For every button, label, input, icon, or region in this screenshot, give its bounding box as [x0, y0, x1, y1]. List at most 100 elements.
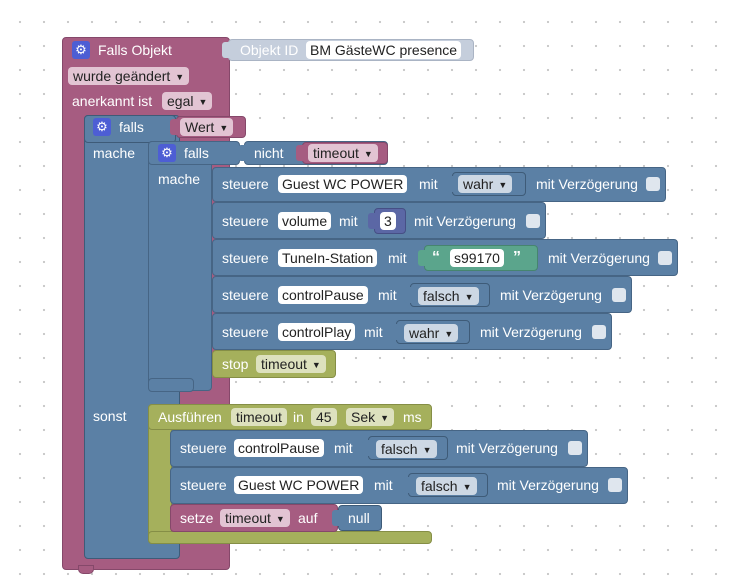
text-value-plug: [418, 250, 426, 266]
set-label: setze: [180, 510, 214, 526]
delay-checkbox[interactable]: [612, 288, 626, 302]
control-verb: steuere: [222, 324, 269, 340]
control-target[interactable]: controlPause: [278, 286, 368, 304]
stop-timer-value: timeout: [261, 356, 307, 372]
timeout-amount-value: 45: [316, 409, 332, 425]
bool-dropdown[interactable]: falsch ▼: [418, 287, 479, 305]
outer-if-sonst-label: sonst: [93, 408, 127, 424]
delay-checkbox[interactable]: [526, 214, 540, 228]
delay-label: mit Verzögerung: [536, 176, 638, 192]
delay-label: mit Verzögerung: [500, 287, 602, 303]
control-verb: steuere: [222, 287, 269, 303]
bool-dropdown[interactable]: falsch ▼: [416, 477, 477, 495]
triangle-down-icon: ▼: [363, 149, 373, 159]
triangle-down-icon: ▼: [464, 292, 474, 302]
delay-label: mit Verzögerung: [414, 213, 516, 229]
bool-dropdown[interactable]: wahr ▼: [404, 324, 459, 342]
wert-plug: [170, 119, 178, 135]
stop-label: stop: [222, 356, 249, 372]
delay-label: mit Verzögerung: [497, 477, 599, 493]
delay-checkbox[interactable]: [646, 177, 660, 191]
control-verb: steuere: [222, 250, 269, 266]
triangle-down-icon: ▼: [198, 97, 208, 107]
timeout-unit-value: Sek: [351, 409, 376, 425]
gear-icon[interactable]: ⚙: [72, 41, 90, 59]
gear-icon[interactable]: ⚙: [158, 144, 176, 162]
timeout-variable-value: timeout: [313, 145, 359, 161]
event-title: Falls Objekt: [98, 42, 172, 58]
control-target[interactable]: Guest WC POWER: [234, 476, 364, 494]
bool-value: falsch: [423, 288, 460, 304]
triangle-down-icon: ▼: [219, 123, 229, 133]
timeout-timer-value: timeout: [236, 409, 282, 425]
wert-value: Wert: [185, 119, 215, 135]
timeout-variable-dropdown[interactable]: timeout ▼: [308, 144, 378, 162]
control-target[interactable]: volume: [278, 212, 332, 230]
delay-checkbox[interactable]: [658, 251, 672, 265]
timeout-amount-field[interactable]: 45: [311, 408, 337, 426]
delay-checkbox[interactable]: [592, 325, 606, 339]
delay-checkbox[interactable]: [568, 441, 582, 455]
quote-close-icon: ”: [513, 249, 521, 266]
delay-label: mit Verzögerung: [456, 440, 558, 456]
set-variable-value: timeout: [225, 510, 271, 526]
ack-dropdown[interactable]: egal ▼: [162, 92, 213, 110]
bool-value: wahr: [463, 176, 494, 192]
text-field[interactable]: s99170: [450, 249, 504, 267]
outer-if-mache-label: mache: [93, 145, 136, 161]
triangle-down-icon: ▼: [175, 72, 185, 82]
bool-value-plug: [404, 287, 412, 303]
null-value: null: [348, 510, 370, 526]
triangle-down-icon: ▼: [462, 482, 472, 492]
timeout-block-footer: [148, 531, 432, 544]
change-type-dropdown[interactable]: wurde geändert ▼: [68, 67, 190, 85]
stop-timer-dropdown[interactable]: timeout▼: [256, 355, 326, 373]
delay-checkbox[interactable]: [608, 478, 622, 492]
bool-value-plug: [446, 176, 454, 192]
timeout-exec-label: Ausführen: [158, 409, 222, 425]
wert-dropdown[interactable]: Wert ▼: [180, 118, 234, 136]
control-verb: steuere: [222, 213, 269, 229]
triangle-down-icon: ▼: [380, 413, 390, 423]
set-to-label: auf: [298, 510, 318, 526]
control-verb: steuere: [222, 176, 269, 192]
timeout-ms-label: ms: [403, 409, 422, 425]
object-id-field[interactable]: BM GästeWC presence: [306, 41, 462, 59]
control-verb: steuere: [180, 477, 227, 493]
triangle-down-icon: ▼: [275, 514, 285, 524]
bool-dropdown[interactable]: falsch ▼: [376, 440, 437, 458]
object-id-label: Objekt ID: [240, 42, 299, 58]
timeout-timer-field[interactable]: timeout: [231, 408, 287, 426]
delay-label: mit Verzögerung: [480, 324, 582, 340]
triangle-down-icon: ▼: [422, 445, 432, 455]
timeout-unit-dropdown[interactable]: Sek ▼: [346, 408, 395, 426]
control-target[interactable]: Guest WC POWER: [278, 175, 408, 193]
ack-value: egal: [167, 93, 194, 109]
inner-if-mache-label: mache: [158, 171, 201, 187]
not-label: nicht: [254, 145, 284, 161]
control-with: mit: [334, 440, 353, 456]
set-variable-dropdown[interactable]: timeout ▼: [220, 509, 290, 527]
control-target[interactable]: controlPlay: [278, 323, 356, 341]
not-plug: [238, 145, 246, 161]
event-block-bottom-nub: [78, 565, 94, 574]
quote-open-icon: “: [432, 249, 440, 266]
control-with: mit: [419, 176, 438, 192]
control-with: mit: [364, 324, 383, 340]
bool-value-plug: [362, 440, 370, 456]
bool-value-plug: [402, 477, 410, 493]
bool-value: falsch: [421, 478, 458, 494]
change-type-value: wurde geändert: [73, 68, 171, 84]
triangle-down-icon: ▼: [444, 329, 454, 339]
control-target[interactable]: TuneIn-Station: [278, 249, 378, 267]
bool-dropdown[interactable]: wahr ▼: [458, 175, 513, 193]
gear-icon[interactable]: ⚙: [93, 118, 111, 136]
number-value-plug: [368, 213, 376, 229]
control-with: mit: [374, 477, 393, 493]
number-field[interactable]: 3: [380, 212, 396, 230]
control-target[interactable]: controlPause: [234, 439, 324, 457]
bool-value: wahr: [409, 325, 440, 341]
triangle-down-icon: ▼: [498, 180, 508, 190]
bool-value: falsch: [381, 441, 418, 457]
control-verb: steuere: [180, 440, 227, 456]
